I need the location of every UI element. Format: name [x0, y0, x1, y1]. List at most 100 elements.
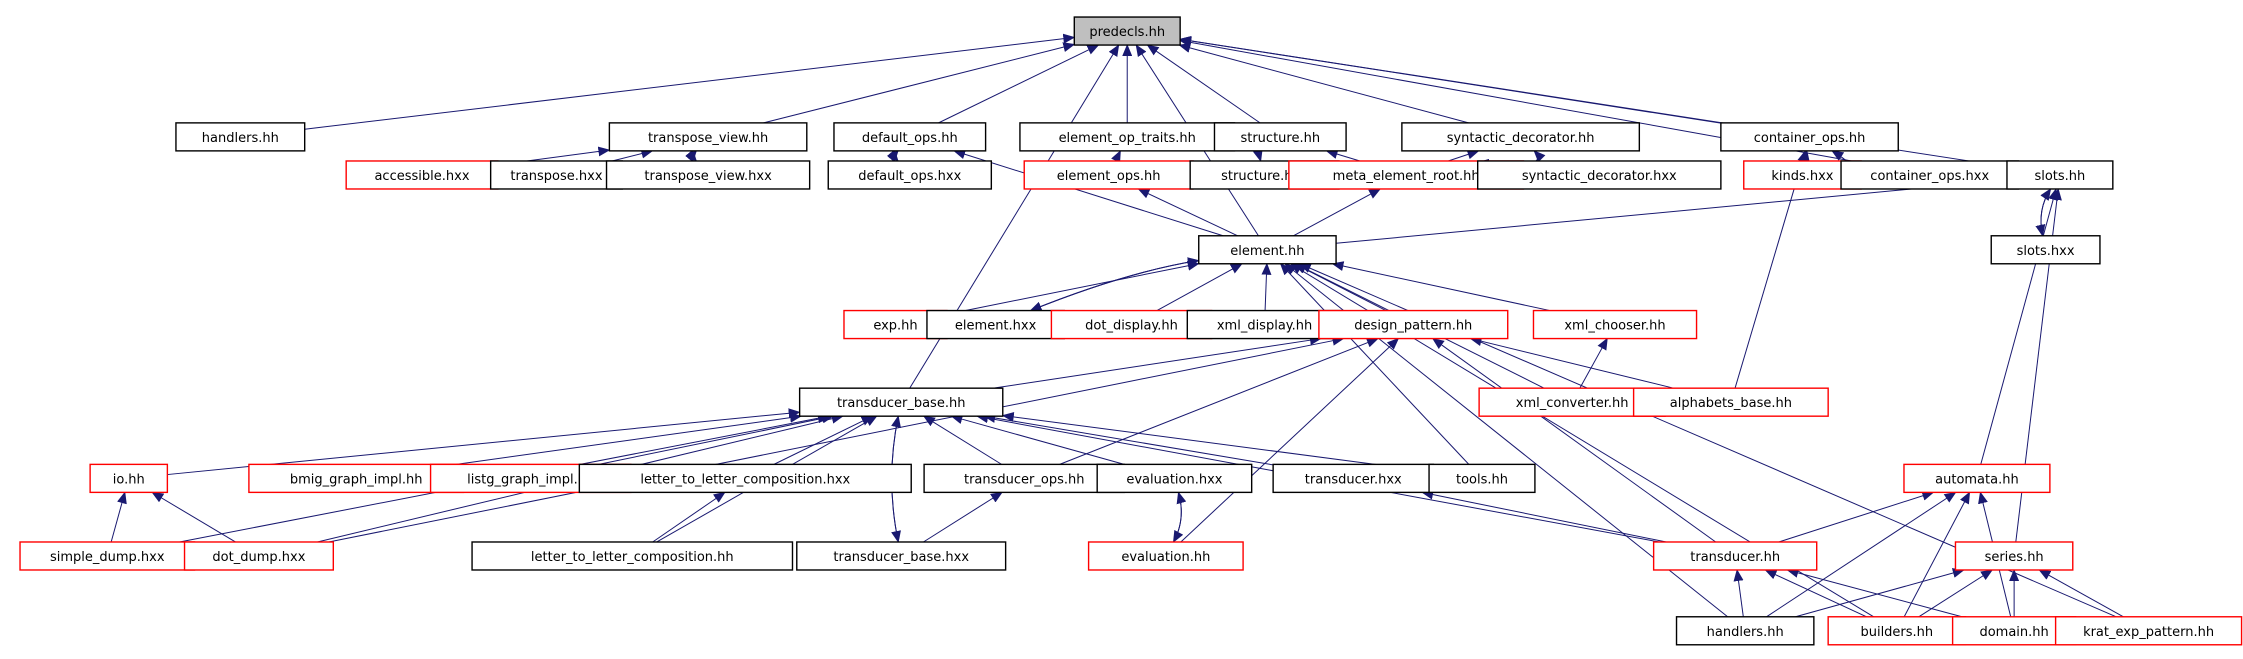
include-edge: [2040, 188, 2052, 236]
file-node-box: [1318, 309, 1509, 340]
include-edge: [1156, 263, 1243, 311]
file-node-transducer-hh[interactable]: transducer.hh: [1652, 541, 1818, 571]
file-node-syntactic-decorator-hxx[interactable]: syntactic_decorator.hxx: [1476, 160, 1722, 190]
file-node-io-hh[interactable]: io.hh: [89, 463, 169, 494]
file-node-alphabets-base-hh[interactable]: alphabets_base.hh: [1632, 387, 1829, 417]
file-node-label: transducer.hxx: [1305, 472, 1402, 487]
include-edge: [938, 44, 1100, 124]
file-node-label: transducer_base.hxx: [833, 550, 969, 565]
file-node-element-hxx[interactable]: element.hxx: [926, 309, 1065, 340]
file-node-transducer-ops-hh[interactable]: transducer_ops.hh: [923, 463, 1126, 494]
file-node-box: [1087, 541, 1244, 571]
include-edge: [1980, 188, 2058, 465]
file-node-container-ops-hh[interactable]: container_ops.hh: [1720, 122, 1899, 152]
include-edge: [110, 491, 127, 543]
file-node-slots-hh[interactable]: slots.hh: [2006, 160, 2114, 190]
file-node-label: tools.hh: [1456, 472, 1508, 487]
include-edge: [304, 33, 1076, 130]
include-edge: [685, 149, 697, 162]
file-node-accessible-hxx[interactable]: accessible.hxx: [345, 160, 499, 190]
file-node-label: krat_exp_pattern.hh: [2083, 625, 2214, 640]
file-node-element-op-traits-hh[interactable]: element_op_traits.hh: [1019, 122, 1236, 152]
file-node-krat-exp-pattern-hh[interactable]: krat_exp_pattern.hh: [2054, 616, 2243, 646]
include-edge: [1766, 491, 1957, 618]
file-node-element-hh[interactable]: element.hh: [1198, 235, 1337, 265]
file-node-label: container_ops.hxx: [1870, 169, 1989, 184]
file-node-evaluation-hxx[interactable]: evaluation.hxx: [1096, 463, 1253, 494]
file-node-slots-hxx[interactable]: slots.hxx: [1990, 235, 2101, 265]
file-node-label: syntactic_decorator.hh: [1447, 131, 1595, 146]
file-node-label: syntactic_decorator.hxx: [1522, 169, 1677, 184]
file-node-box: [89, 463, 169, 494]
file-node-label: transpose.hxx: [510, 169, 602, 184]
include-edge: [1001, 411, 1430, 472]
file-node-label: default_ops.hxx: [858, 169, 961, 184]
file-node-handlers-hh-bottom[interactable]: handlers.hh: [1675, 616, 1815, 646]
file-node-label: structure.hxx: [1221, 169, 1308, 184]
file-node-default-ops-hh[interactable]: default_ops.hh: [833, 122, 987, 152]
file-node-box: [1652, 541, 1818, 571]
file-node-design-pattern-hh[interactable]: design_pattern.hh: [1318, 309, 1509, 340]
file-node-transpose-view-hxx[interactable]: transpose_view.hxx: [605, 160, 811, 190]
file-node-handlers-hh-top[interactable]: handlers.hh: [175, 122, 306, 152]
file-node-label: dot_display.hh: [1085, 319, 1178, 334]
include-edge: [1325, 149, 1361, 162]
file-node-element-ops-hh[interactable]: element_ops.hh: [1023, 160, 1194, 190]
file-node-series-hh[interactable]: series.hh: [1954, 541, 2074, 571]
include-edge: [923, 491, 1003, 543]
file-node-label: letter_to_letter_composition.hh: [531, 550, 734, 565]
include-edge: [1903, 491, 1971, 618]
file-node-simple-dump-hxx[interactable]: simple_dump.hxx: [19, 541, 196, 571]
file-node-transpose-view-hh[interactable]: transpose_view.hh: [608, 122, 808, 152]
file-node-predecls-hh[interactable]: predecls.hh: [1073, 16, 1181, 46]
include-edge: [1764, 569, 1867, 618]
file-node-container-ops-hxx[interactable]: container_ops.hxx: [1840, 160, 2020, 190]
file-node-label: listg_graph_impl.hh: [467, 472, 594, 487]
file-node-label: xml_converter.hh: [1516, 396, 1629, 411]
file-node-label: transducer.hh: [1690, 550, 1780, 565]
file-node-transpose-hxx[interactable]: transpose.hxx: [489, 160, 623, 190]
file-node-syntactic-decorator-hh[interactable]: syntactic_decorator.hh: [1401, 122, 1641, 152]
file-node-label: accessible.hxx: [374, 169, 469, 184]
file-node-letter-to-letter-composition-hh[interactable]: letter_to_letter_composition.hh: [471, 541, 794, 571]
file-node-box: [1073, 16, 1181, 46]
include-edge: [953, 149, 1224, 237]
file-node-label: structure.hh: [1240, 131, 1320, 146]
file-node-evaluation-hh[interactable]: evaluation.hh: [1087, 541, 1244, 571]
include-edge: [946, 260, 1200, 315]
file-node-box: [248, 463, 465, 494]
include-edge: [1293, 188, 1382, 237]
include-edge: [1029, 260, 1199, 312]
include-edge: [1173, 492, 1184, 543]
file-node-structure-hh[interactable]: structure.hh: [1213, 122, 1347, 152]
include-edge: [2035, 188, 2052, 237]
file-node-automata-hh[interactable]: automata.hh: [1903, 463, 2051, 494]
file-node-label: series.hh: [1985, 550, 2044, 565]
file-node-builders-hh[interactable]: builders.hh: [1827, 616, 1967, 646]
include-edge: [1279, 263, 1470, 465]
file-node-box: [19, 541, 196, 571]
file-node-default-ops-hxx[interactable]: default_ops.hxx: [827, 160, 993, 190]
include-edge: [1448, 149, 1480, 162]
file-node-label: element_op_traits.hh: [1059, 131, 1196, 146]
include-edge: [1111, 149, 1121, 163]
include-edge: [1059, 337, 1379, 465]
file-node-box: [1532, 309, 1698, 340]
file-node-xml-display-hh[interactable]: xml_display.hh: [1186, 309, 1343, 340]
file-node-letter-to-letter-composition-hxx[interactable]: letter_to_letter_composition.hxx: [578, 463, 912, 494]
file-node-transducer-hxx[interactable]: transducer.hxx: [1272, 463, 1435, 494]
file-node-label: xml_display.hh: [1217, 319, 1312, 334]
file-node-xml-chooser-hh[interactable]: xml_chooser.hh: [1532, 309, 1698, 340]
file-node-transducer-base-hxx[interactable]: transducer_base.hxx: [796, 541, 1007, 571]
include-edge: [1261, 262, 1272, 311]
file-node-dot-dump-hxx[interactable]: dot_dump.hxx: [183, 541, 335, 571]
file-node-bmig-graph-impl-hh[interactable]: bmig_graph_impl.hh: [248, 463, 465, 494]
include-edge: [1137, 188, 1238, 237]
file-node-box: [1632, 387, 1829, 417]
file-node-transducer-base-hh[interactable]: transducer_base.hh: [798, 387, 1004, 417]
file-node-box: [1720, 122, 1899, 152]
file-node-dot-display-hh[interactable]: dot_display.hh: [1050, 309, 1213, 340]
file-node-tools-hh[interactable]: tools.hh: [1428, 463, 1536, 494]
file-node-label: slots.hh: [2034, 169, 2085, 184]
